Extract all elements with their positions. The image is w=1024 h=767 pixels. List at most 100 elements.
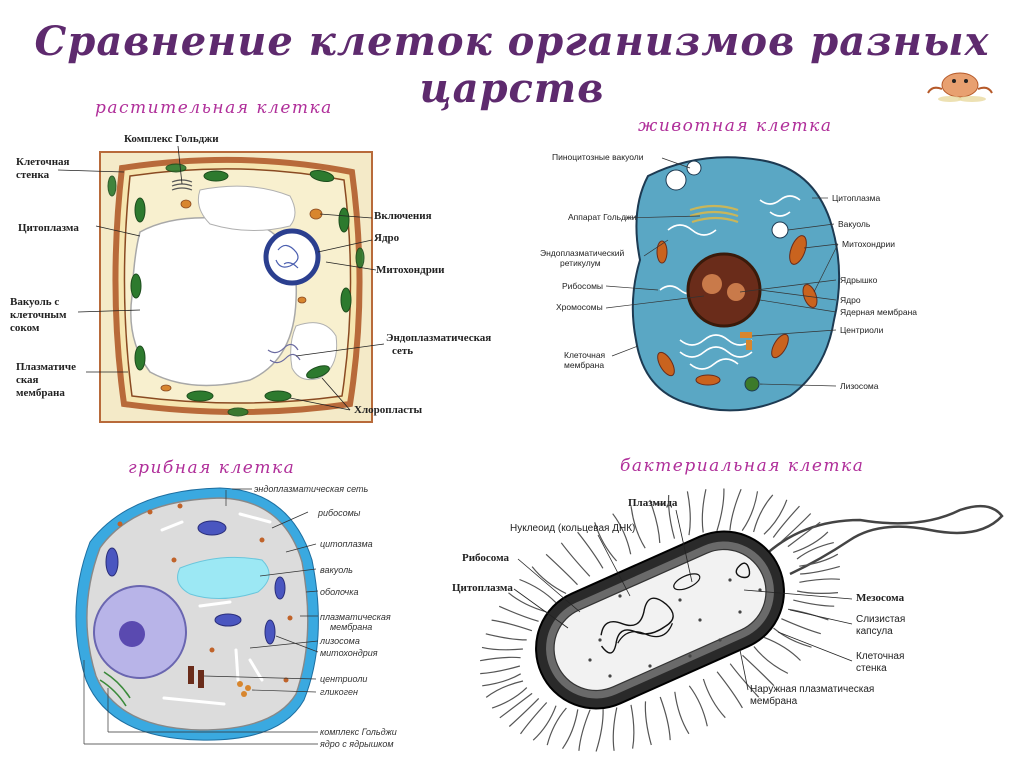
animal-label-centrioles: Центриоли (840, 325, 884, 335)
bacteria-label-ribosome: Рибосома (462, 552, 510, 564)
pilus (702, 678, 726, 719)
fungal-label-vacuole: вакуоль (320, 565, 353, 575)
pilus (793, 531, 829, 553)
bacteria-label-nucleoid: Нуклеоид (кольцевая ДНК) (510, 523, 636, 534)
pilus (763, 636, 801, 661)
bacteria-label-cytoplasm: Цитоплазма (452, 582, 513, 594)
pilus (577, 531, 604, 569)
animal-label-chromosomes: Хромосомы (556, 302, 603, 312)
fungal-label-mitochondrion: митохондрия (320, 648, 378, 658)
ribosome-dot (698, 618, 702, 622)
pilus (485, 680, 524, 698)
pilus (499, 692, 533, 719)
pilus (741, 491, 759, 531)
fungal-label-er: эндоплазматическая сеть (254, 484, 369, 494)
plant-label-membrane-2: ская (16, 374, 39, 386)
bacteria-label-outer-membrane-2: мембрана (750, 696, 798, 707)
pilus (630, 506, 646, 549)
animal-label-golgi: Аппарат Гольджи (568, 212, 637, 222)
animal-label-mitochondria: Митохондрии (842, 239, 896, 249)
pilus (545, 553, 578, 586)
pilus (482, 673, 522, 687)
ribosome-dot (718, 638, 722, 642)
pilus (594, 522, 618, 562)
pilus (793, 599, 835, 607)
bacterial-cell-heading: бактериальная клетка (620, 456, 865, 476)
pilus (485, 633, 527, 641)
ribosome-dot (688, 654, 692, 658)
pilus (508, 592, 547, 613)
fungal-cell-heading: грибная клетка (128, 458, 296, 478)
ribosome-dot (738, 610, 742, 614)
plant-label-mitochondria: Митохондрии (376, 264, 445, 276)
bacteria-label-mesosome: Мезосома (856, 592, 905, 604)
pilus (787, 521, 821, 548)
pilus (701, 489, 707, 533)
pilus (788, 608, 829, 621)
plant-label-er-2: сеть (392, 345, 414, 357)
animal-label-er-1: Эндоплазматический (540, 248, 625, 258)
bacteria-label-capsule-2: капсула (856, 626, 893, 637)
pilus (716, 488, 725, 532)
fungal-label-glycogen: гликоген (320, 687, 358, 697)
pilus (491, 687, 528, 709)
plant-label-golgi: Комплекс Гольджи (124, 133, 219, 145)
plant-label-vacuole-2: клеточным (10, 309, 67, 321)
pilus (479, 656, 521, 662)
pilus (491, 619, 533, 632)
plant-label-vacuole-1: Вакуоль с (10, 296, 60, 308)
pilus (686, 491, 691, 536)
pilus (772, 505, 800, 538)
pilus (800, 565, 840, 575)
plant-label-nucleus: Ядро (374, 232, 400, 244)
ribosome-dot (758, 588, 762, 592)
animal-label-er-2: ретикулум (560, 258, 601, 268)
animal-label-ribosomes: Рибосомы (562, 281, 604, 291)
bacteria-label-outer-membrane-1: Наружная плазматическая (750, 684, 875, 695)
plant-label-wall-2: стенка (16, 169, 50, 181)
pilus (612, 513, 632, 555)
pilus (781, 618, 821, 635)
plant-label-membrane-1: Плазматиче (16, 361, 76, 373)
pilus (562, 709, 579, 750)
pilus (481, 646, 523, 651)
pilus (796, 542, 834, 560)
ribosome-dot (648, 664, 652, 668)
pilus (519, 578, 557, 604)
pilus (578, 709, 591, 751)
pilus (753, 494, 774, 533)
bacteria-label-capsule-1: Слизистая (856, 614, 906, 625)
plant-label-er-1: Эндоплазматическая (386, 332, 492, 344)
bacteria-label-wall-1: Клеточная (856, 651, 905, 662)
pilus (480, 665, 521, 675)
pilus (498, 605, 539, 622)
animal-cell-heading: животная клетка (638, 116, 833, 136)
pilus (520, 702, 548, 735)
pilus (799, 578, 840, 583)
pilus (546, 707, 567, 746)
pilus (667, 494, 676, 539)
pilus (560, 542, 591, 577)
pilus (612, 707, 618, 751)
pilus (799, 553, 839, 567)
pilus (688, 685, 708, 727)
animal-label-pinocytic: Пиноцитозные вакуоли (552, 152, 644, 162)
pilus (674, 691, 690, 735)
animal-label-nuclear-membrane: Ядерная мембрана (840, 307, 918, 317)
ribosome-dot (728, 578, 732, 582)
fungal-label-centrioles: центриоли (320, 674, 368, 684)
pilus (644, 701, 652, 746)
fungal-label-plasma-membrane-2: мембрана (330, 622, 373, 632)
fungal-label-nucleus: ядро с ядрышком (320, 739, 394, 749)
fungal-label-cytoplasm: цитоплазма (320, 539, 373, 549)
page-title: Сравнение клеток организмов разных царст… (34, 18, 990, 112)
pilus (595, 709, 604, 752)
pilus (532, 705, 557, 741)
plant-label-chloroplasts: Хлоропласты (354, 404, 423, 416)
plant-label-inclusions: Включения (374, 210, 432, 222)
pilus (796, 590, 839, 595)
